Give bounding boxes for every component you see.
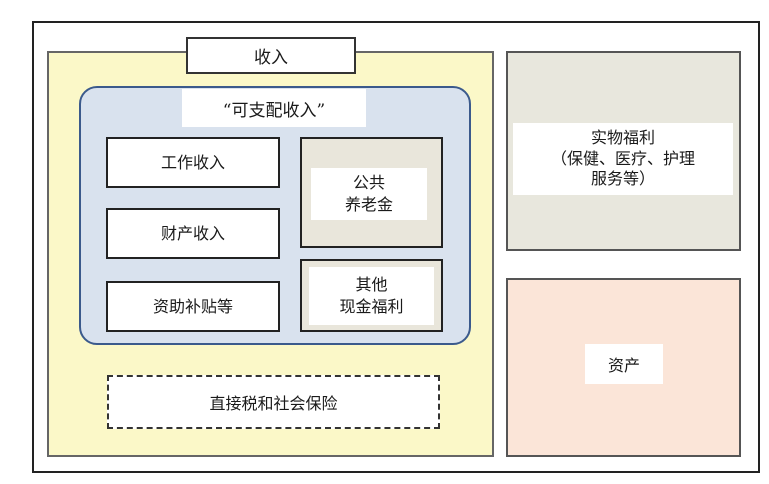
- disposable-income-title: “可支配收入”: [182, 89, 366, 127]
- income-label: 收入: [186, 37, 356, 74]
- public-pension-label: 公共 养老金: [311, 168, 427, 220]
- other-cash-benefits-label: 其他 现金福利: [309, 267, 434, 325]
- direct-tax-social-insurance-box: 直接税和社会保险: [107, 375, 440, 429]
- property-income-box: 财产收入: [106, 208, 280, 259]
- subsidies-box: 资助补贴等: [106, 281, 280, 332]
- work-income-box: 工作收入: [106, 137, 280, 188]
- assets-label: 资产: [585, 344, 663, 384]
- in-kind-benefits-label: 实物福利 （保健、医疗、护理 服务等）: [513, 123, 733, 195]
